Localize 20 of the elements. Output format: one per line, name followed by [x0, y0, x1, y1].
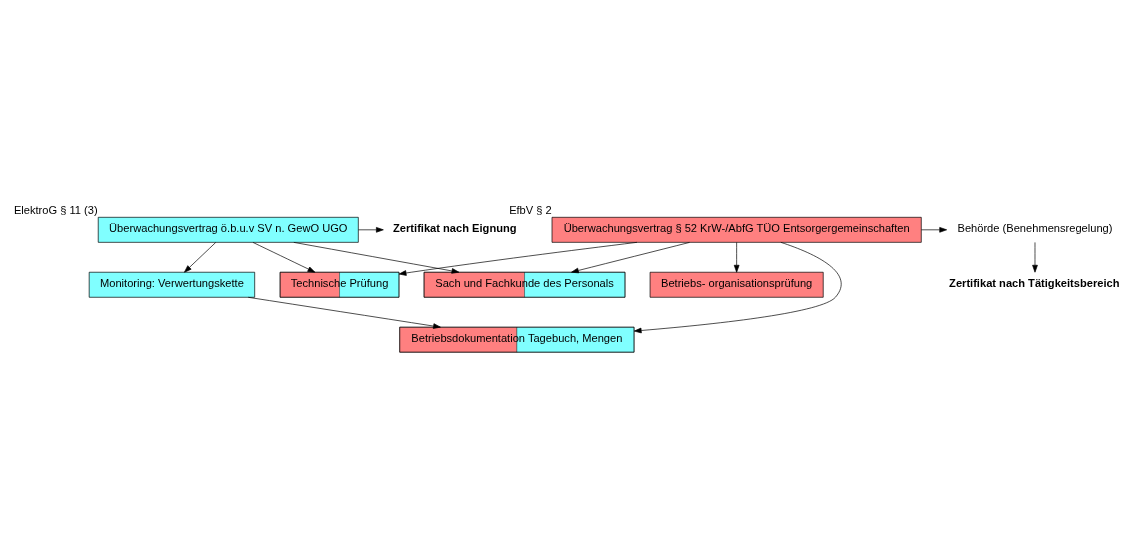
node-text: Zertifikat nach Eignung [393, 221, 517, 234]
node-text: Zertifikat nach Tätigkeitsbereich [949, 276, 1120, 289]
arrow [398, 242, 638, 276]
node-box: Betriebs- organisationsprüfung [649, 271, 824, 298]
node-box: Monitoring: Verwertungskette [88, 271, 256, 298]
arrow [358, 227, 384, 233]
node-box: Überwachungsvertrag § 52 KrW-/AbfG TÜO Entsorgergemeinschaften [551, 216, 922, 243]
arrow [921, 227, 947, 233]
arrow [1032, 242, 1038, 273]
arrow [633, 242, 842, 334]
node-label: EfbV § 2 [509, 203, 552, 216]
arrow [293, 242, 460, 274]
node-text: Behörde (Benehmensregelung) [957, 222, 1113, 235]
arrow [733, 242, 740, 273]
node-label: ElektroG § 11 (3) [13, 203, 98, 216]
arrow [571, 242, 690, 274]
arrow [252, 242, 316, 273]
arrow [184, 242, 217, 273]
arrow [247, 296, 441, 329]
node-box: Überwachungsvertrag ö.b.u.v SV n. GewO UGO [97, 216, 359, 243]
